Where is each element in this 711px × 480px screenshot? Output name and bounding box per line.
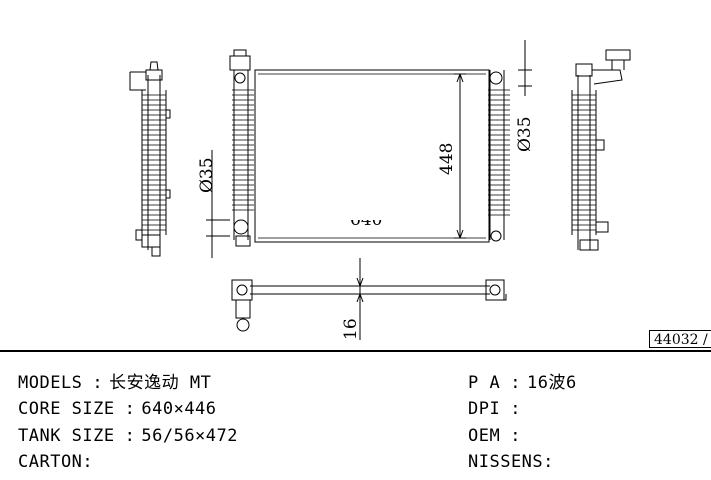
spec-nissens-row: NISSENS:: [468, 452, 554, 472]
radiator-technical-drawing: 448 Ø35 Ø35 16 640: [129, 40, 631, 340]
core-size-value: 640×446: [141, 399, 217, 419]
right-side-view: [571, 49, 631, 251]
dim-height-text: 448: [437, 143, 457, 175]
colon: :: [510, 399, 521, 419]
dim-thickness-text: 16: [341, 318, 361, 340]
spec-core-row: CORE SIZE:640×446: [18, 399, 217, 419]
pa-value: 16波6: [526, 373, 577, 393]
reference-code: 44032 /: [649, 330, 711, 348]
dim-pipe-right-text: Ø35: [515, 116, 535, 152]
bottom-view: [231, 258, 507, 340]
dim-pipe-left-text: Ø35: [197, 157, 217, 193]
colon: :: [510, 426, 521, 446]
spec-pa-row: P A:16波6: [468, 373, 577, 393]
spec-oem-row: OEM:: [468, 426, 527, 446]
nissens-label: NISSENS:: [468, 452, 554, 472]
spec-carton-row: CARTON:: [18, 452, 93, 472]
colon: :: [510, 373, 521, 393]
left-side-view: [129, 61, 171, 257]
dpi-label: DPI: [468, 399, 501, 419]
section-divider: [0, 350, 711, 352]
front-view: [206, 40, 532, 258]
carton-label: CARTON:: [18, 452, 94, 472]
pa-label: P A: [468, 373, 501, 393]
spec-models-row: MODELS:长安逸动 MT: [18, 373, 211, 393]
colon: :: [124, 399, 136, 419]
colon: :: [124, 426, 136, 446]
core-size-label: CORE SIZE: [18, 399, 115, 419]
spec-tank-row: TANK SIZE:56/56×472: [18, 426, 238, 446]
models-label: MODELS: [18, 373, 83, 393]
models-value: 长安逸动 MT: [109, 373, 212, 393]
tank-size-label: TANK SIZE: [18, 426, 115, 446]
oem-label: OEM: [468, 426, 501, 446]
colon: :: [92, 373, 104, 393]
tank-size-value: 56/56×472: [141, 426, 238, 446]
spec-dpi-row: DPI:: [468, 399, 527, 419]
